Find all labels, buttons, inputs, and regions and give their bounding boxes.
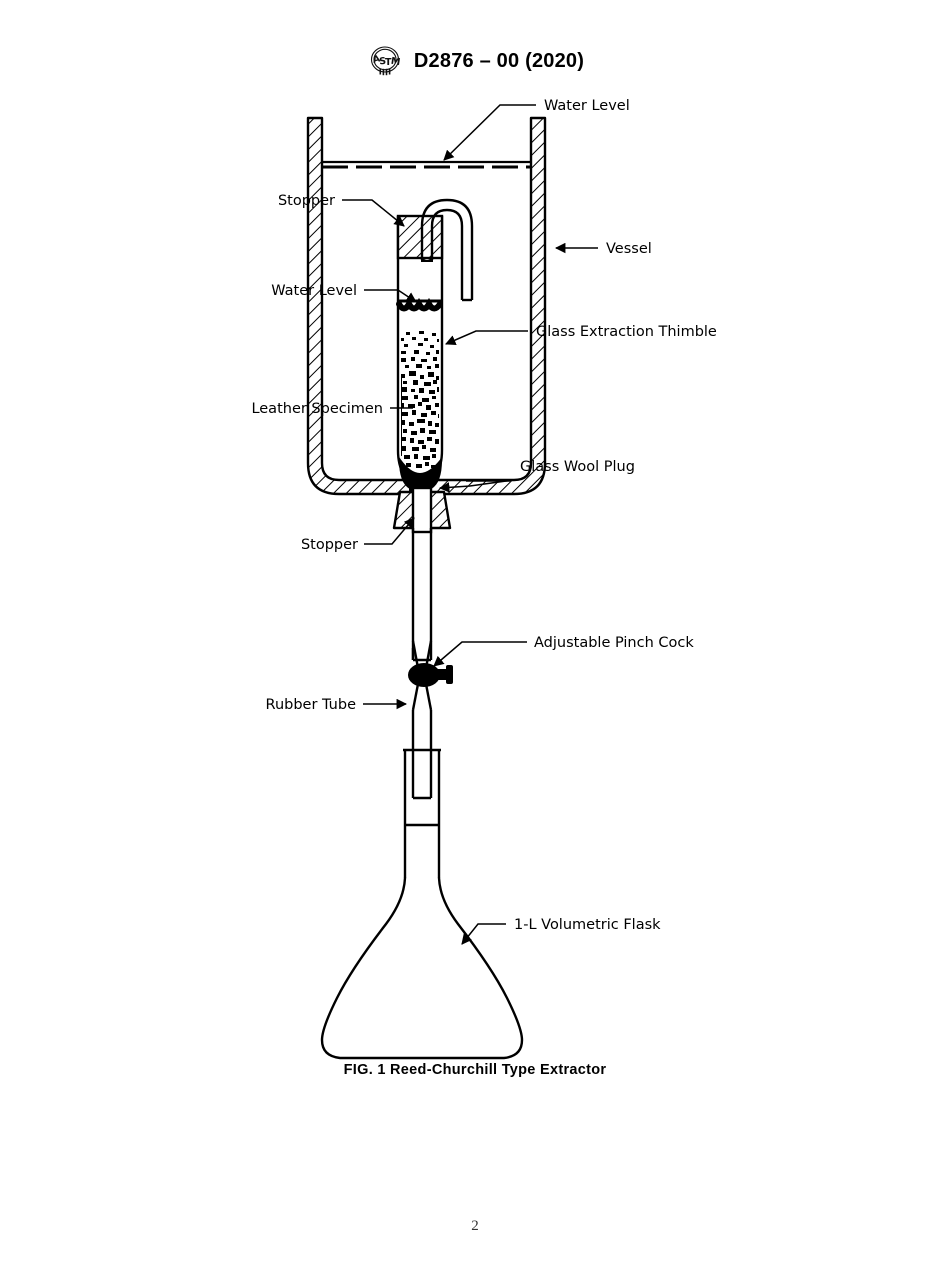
label-glass-wool-plug: Glass Wool Plug (438, 459, 635, 493)
label-water-level-top: Water Level (443, 98, 630, 161)
label-glass-wool-plug-text: Glass Wool Plug (520, 459, 635, 475)
label-volumetric-flask: 1-L Volumetric Flask (461, 917, 661, 945)
document-header: A S T M D2876 – 00 (2020) (0, 44, 950, 78)
thimble-stopper (396, 214, 444, 260)
label-stopper-bottom: Stopper (301, 517, 415, 553)
vessel-body (306, 116, 547, 496)
volumetric-flask-body (320, 876, 524, 1060)
label-stopper-bottom-text: Stopper (301, 537, 358, 553)
label-leather-specimen-text: Leather Specimen (251, 401, 383, 417)
astm-logo-icon: A S T M (370, 46, 401, 76)
label-leather-specimen: Leather Specimen (251, 401, 413, 417)
label-rubber-tube-text: Rubber Tube (266, 697, 357, 713)
svg-text:T: T (385, 57, 392, 68)
label-stopper-top-text: Stopper (278, 193, 335, 209)
label-water-level-thimble: Water Level (271, 283, 417, 303)
vessel-bottom-stopper (392, 486, 452, 534)
label-water-level-thimble-text: Water Level (271, 283, 357, 299)
label-rubber-tube: Rubber Tube (266, 697, 408, 713)
label-adjustable-pinch-cock: Adjustable Pinch Cock (433, 635, 694, 667)
document-designation: D2876 – 00 (2020) (413, 49, 585, 72)
figure-caption: FIG. 1 Reed-Churchill Type Extractor (343, 1062, 607, 1078)
label-glass-extraction-thimble: Glass Extraction Thimble (445, 324, 717, 346)
rubber-tube (411, 640, 433, 750)
page-number: 2 (471, 1218, 479, 1234)
figure-1-diagram: Water Level Stopper Vessel Water Level G… (0, 88, 950, 1078)
adjustable-pinch-cock (408, 663, 453, 687)
vessel-water-level-line (322, 160, 531, 169)
extractor-apparatus-drawing: Water Level Stopper Vessel Water Level G… (251, 98, 717, 1060)
delivery-tube (411, 528, 433, 662)
label-water-level-top-text: Water Level (544, 98, 630, 114)
label-vessel-text: Vessel (606, 241, 652, 257)
svg-text:A: A (371, 53, 381, 66)
label-glass-extraction-thimble-text: Glass Extraction Thimble (536, 324, 717, 340)
label-vessel: Vessel (554, 241, 652, 257)
vent-tube (420, 198, 474, 302)
leather-specimen-fill (401, 331, 439, 468)
label-volumetric-flask-text: 1-L Volumetric Flask (514, 917, 661, 933)
label-stopper-top: Stopper (278, 193, 405, 227)
flask-neck (403, 748, 441, 878)
svg-text:S: S (379, 56, 387, 68)
svg-text:M: M (390, 56, 401, 68)
label-adjustable-pinch-cock-text: Adjustable Pinch Cock (534, 635, 694, 651)
